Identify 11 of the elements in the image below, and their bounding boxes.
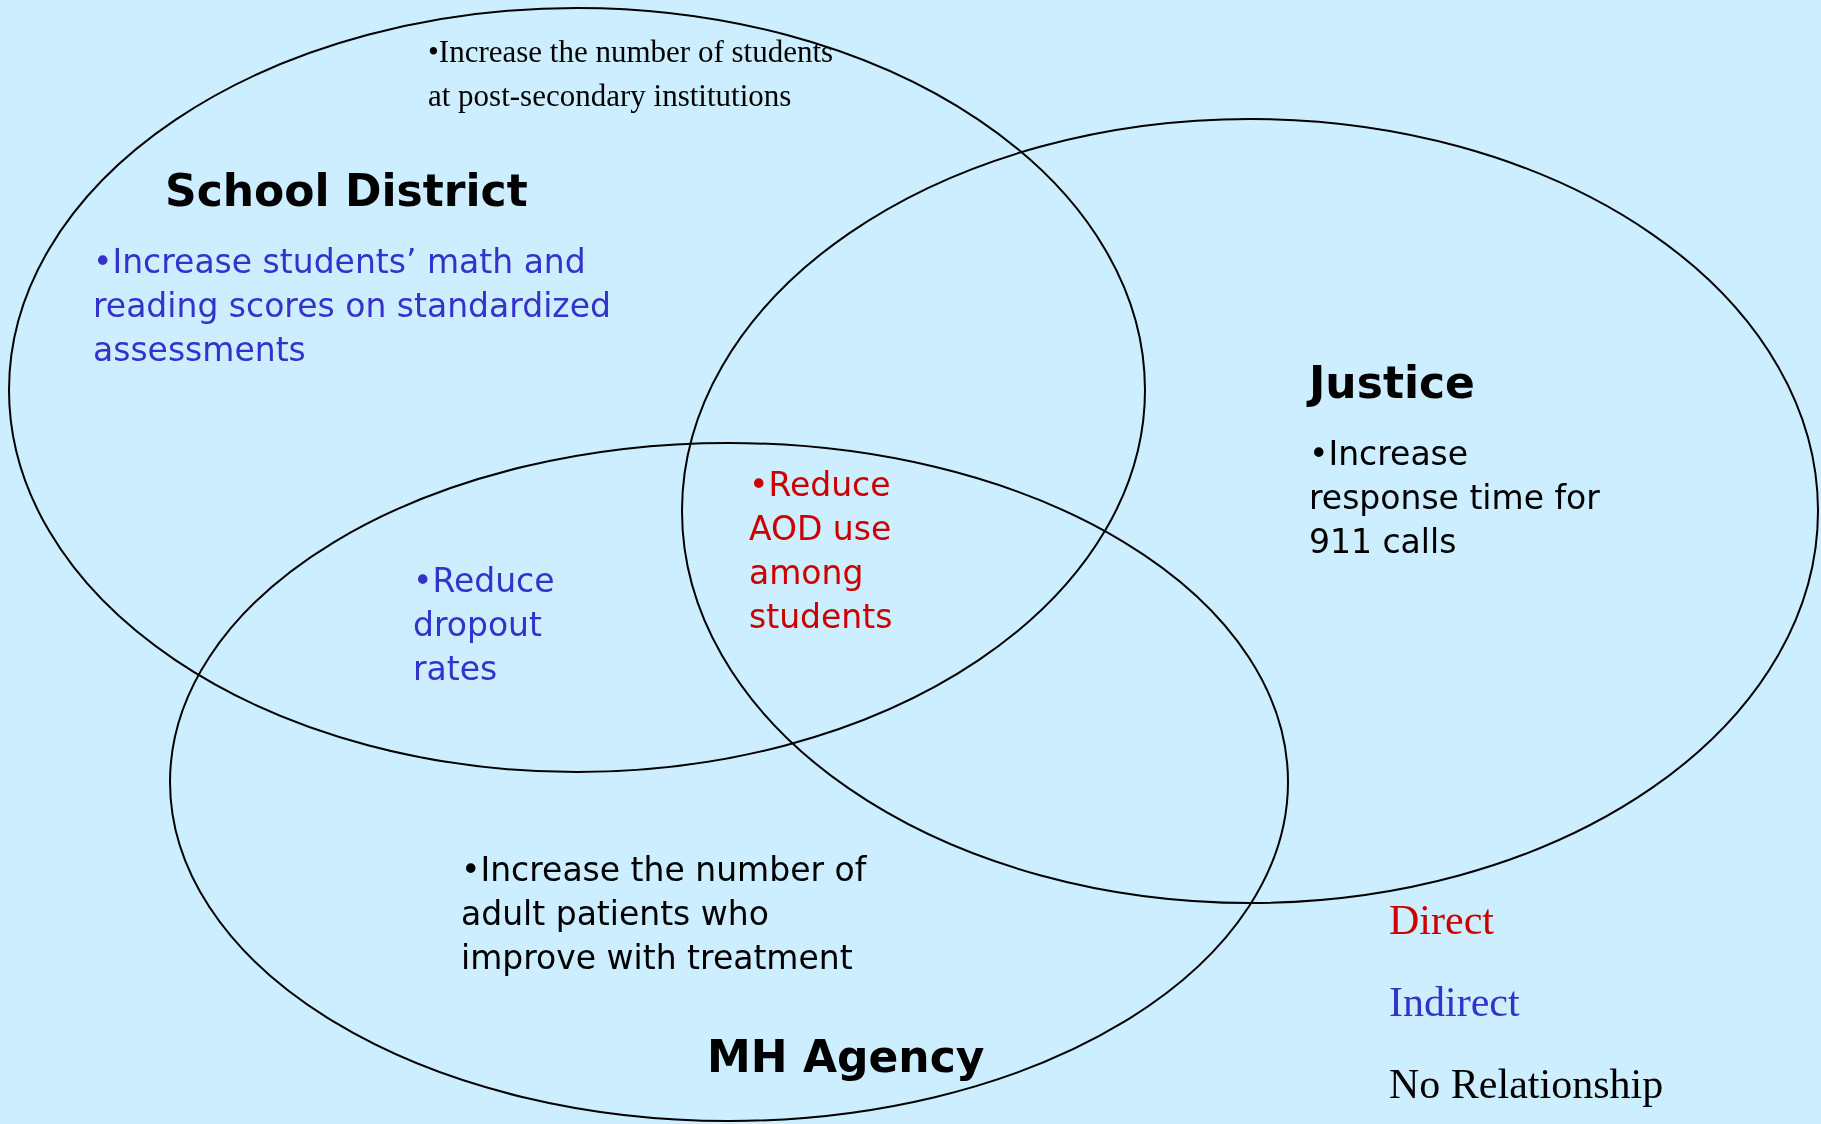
group-title: School District	[165, 164, 529, 218]
goal-text: •Increase students’ math and reading scores on standardized assessments	[93, 241, 612, 371]
group-title: MH Agency	[707, 1030, 986, 1084]
goal-text: •Reduce AOD use among students	[749, 464, 894, 638]
goal-text: •Increase response time for 911 calls	[1309, 433, 1601, 563]
legend-label: No Relationship	[1389, 1060, 1664, 1109]
goal-text: •Increase the number of students at post-secondary institutions	[428, 33, 835, 115]
legend-label: Direct	[1389, 896, 1494, 945]
goal-text: •Increase the number of adult patients who improve with treatment	[461, 849, 868, 979]
goal-text: •Reduce dropout rates	[413, 560, 556, 690]
legend-label: Indirect	[1389, 978, 1520, 1027]
